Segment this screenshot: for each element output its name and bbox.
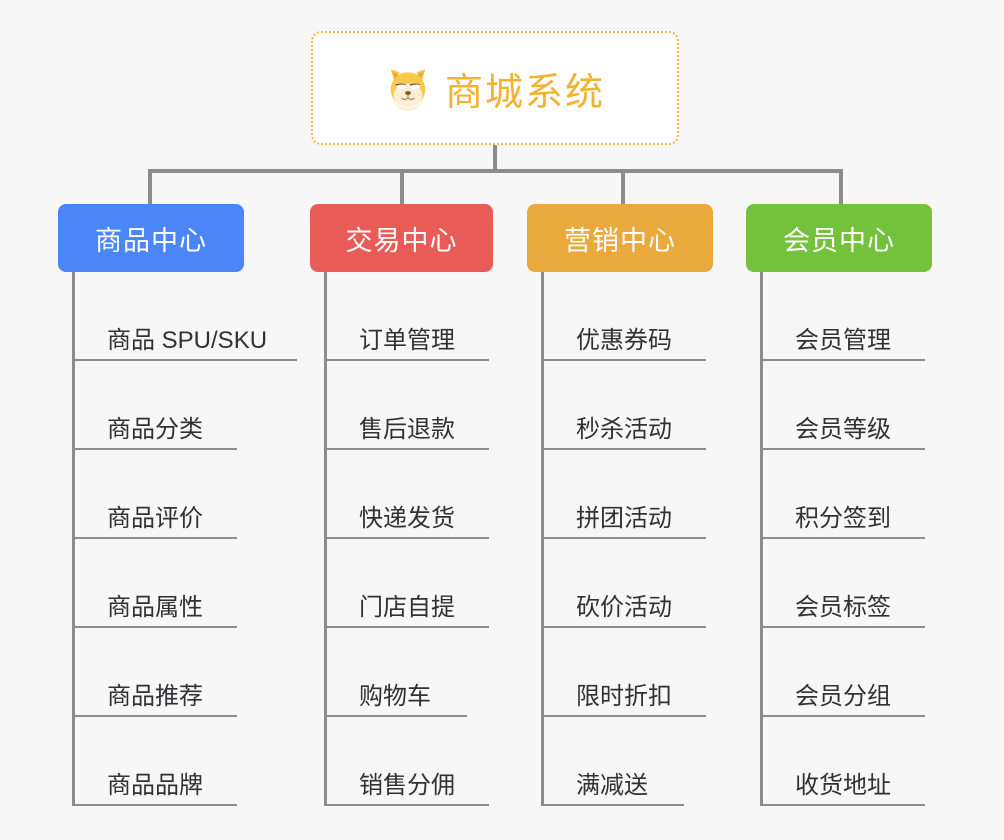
leaf-item[interactable]: 积分签到 xyxy=(763,450,925,539)
leaf-label: 购物车 xyxy=(359,683,431,711)
leaf-label: 门店自提 xyxy=(359,594,455,622)
leaf-item[interactable]: 商品属性 xyxy=(75,539,237,628)
leaf-item[interactable]: 商品推荐 xyxy=(75,628,237,717)
leaf-label: 订单管理 xyxy=(359,327,455,355)
leaf-item[interactable]: 订单管理 xyxy=(327,272,489,361)
leaf-label: 销售分佣 xyxy=(359,772,455,800)
branch-member-center: 会员管理 会员等级 积分签到 会员标签 会员分组 收货地址 xyxy=(760,272,932,806)
category-box-member-center[interactable]: 会员中心 xyxy=(746,204,932,272)
leaf-label: 满减送 xyxy=(576,772,648,800)
category-box-trade-center[interactable]: 交易中心 xyxy=(310,204,493,272)
connector-drop-trade-center xyxy=(400,169,404,206)
connector-horizontal-bus xyxy=(148,169,843,173)
root-title: 商城系统 xyxy=(444,71,605,114)
leaf-item[interactable]: 商品 SPU/SKU xyxy=(75,272,297,361)
category-label-trade-center: 交易中心 xyxy=(345,225,458,256)
leaf-label: 售后退款 xyxy=(359,416,455,444)
leaf-item[interactable]: 会员标签 xyxy=(763,539,925,628)
leaf-label: 秒杀活动 xyxy=(576,416,672,444)
category-label-product-center: 商品中心 xyxy=(95,225,207,256)
leaf-label: 会员管理 xyxy=(795,327,891,355)
leaf-label: 商品属性 xyxy=(107,594,203,622)
connector-drop-product-center xyxy=(148,169,152,206)
leaf-item[interactable]: 商品品牌 xyxy=(75,717,237,806)
leaf-item[interactable]: 商品分类 xyxy=(75,361,237,450)
leaf-item[interactable]: 购物车 xyxy=(327,628,467,717)
leaf-label: 商品推荐 xyxy=(107,683,203,711)
leaf-item[interactable]: 限时折扣 xyxy=(544,628,706,717)
leaf-label: 砍价活动 xyxy=(576,594,672,622)
category-label-member-center: 会员中心 xyxy=(783,225,895,256)
leaf-item[interactable]: 会员分组 xyxy=(763,628,925,717)
leaf-label: 快递发货 xyxy=(359,505,455,533)
column-product-center: 商品中心 商品 SPU/SKU 商品分类 商品评价 商品属性 商品推荐 商品品牌 xyxy=(58,204,297,806)
leaf-label: 会员等级 xyxy=(795,416,891,444)
leaf-label: 会员分组 xyxy=(795,683,891,711)
leaf-item[interactable]: 会员等级 xyxy=(763,361,925,450)
column-trade-center: 交易中心 订单管理 售后退款 快递发货 门店自提 购物车 销售分佣 xyxy=(310,204,496,806)
category-box-product-center[interactable]: 商品中心 xyxy=(58,204,244,272)
leaf-item[interactable]: 门店自提 xyxy=(327,539,489,628)
category-box-marketing-center[interactable]: 营销中心 xyxy=(527,204,713,272)
connector-drop-marketing-center xyxy=(621,169,625,206)
leaf-label: 积分签到 xyxy=(795,505,891,533)
leaf-label: 商品品牌 xyxy=(107,772,203,800)
leaf-item[interactable]: 优惠券码 xyxy=(544,272,706,361)
branch-trade-center: 订单管理 售后退款 快递发货 门店自提 购物车 销售分佣 xyxy=(324,272,496,806)
leaf-item[interactable]: 砍价活动 xyxy=(544,539,706,628)
leaf-label: 商品评价 xyxy=(107,505,203,533)
leaf-label: 商品 SPU/SKU xyxy=(107,327,268,355)
connector-drop-member-center xyxy=(839,169,843,206)
column-member-center: 会员中心 会员管理 会员等级 积分签到 会员标签 会员分组 收货地址 xyxy=(746,204,932,806)
leaf-item[interactable]: 商品评价 xyxy=(75,450,237,539)
branch-marketing-center: 优惠券码 秒杀活动 拼团活动 砍价活动 限时折扣 满减送 xyxy=(541,272,713,806)
leaf-item[interactable]: 销售分佣 xyxy=(327,717,489,806)
leaf-item[interactable]: 满减送 xyxy=(544,717,684,806)
leaf-item[interactable]: 拼团活动 xyxy=(544,450,706,539)
leaf-label: 限时折扣 xyxy=(576,683,672,711)
leaf-label: 收货地址 xyxy=(795,772,891,800)
leaf-label: 会员标签 xyxy=(795,594,891,622)
leaf-item[interactable]: 售后退款 xyxy=(327,361,489,450)
column-marketing-center: 营销中心 优惠券码 秒杀活动 拼团活动 砍价活动 限时折扣 满减送 xyxy=(527,204,713,806)
leaf-label: 优惠券码 xyxy=(576,327,672,355)
branch-product-center: 商品 SPU/SKU 商品分类 商品评价 商品属性 商品推荐 商品品牌 xyxy=(72,272,297,806)
leaf-item[interactable]: 收货地址 xyxy=(763,717,925,806)
category-label-marketing-center: 营销中心 xyxy=(564,225,676,256)
dog-face-icon xyxy=(385,65,431,111)
leaf-item[interactable]: 会员管理 xyxy=(763,272,925,361)
leaf-item[interactable]: 秒杀活动 xyxy=(544,361,706,450)
leaf-item[interactable]: 快递发货 xyxy=(327,450,489,539)
leaf-label: 拼团活动 xyxy=(576,505,672,533)
connector-root-stem xyxy=(493,145,497,172)
root-node[interactable]: 商城系统 xyxy=(311,31,679,145)
leaf-label: 商品分类 xyxy=(107,416,203,444)
